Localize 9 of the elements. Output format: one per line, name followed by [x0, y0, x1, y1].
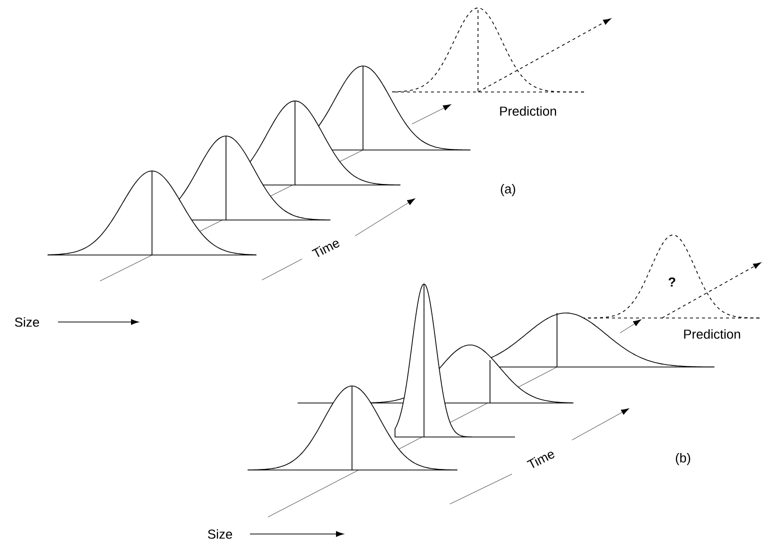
panel-label: (b) — [676, 452, 690, 466]
question-mark: ? — [668, 277, 676, 287]
prediction-label: Prediction — [500, 106, 556, 116]
panel-label: (a) — [500, 184, 516, 196]
axis-label: Time — [312, 240, 340, 258]
axis-label: Time — [526, 452, 554, 468]
axis-label: Size — [208, 529, 232, 539]
prediction-label: Prediction — [684, 329, 740, 339]
axis-label: Size — [14, 317, 40, 327]
